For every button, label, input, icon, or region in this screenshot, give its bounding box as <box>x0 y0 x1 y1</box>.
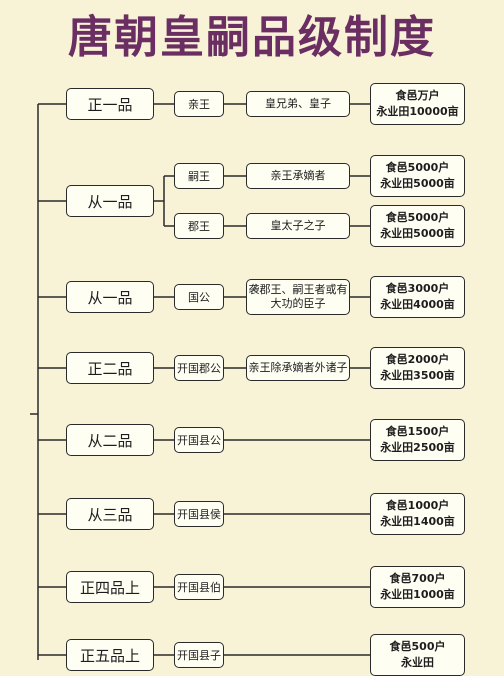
benefit-box: 食邑3000户永业田4000亩 <box>370 276 465 318</box>
fief-households-text: 食邑3000户 <box>385 282 450 295</box>
fief-households-text: 食邑2000户 <box>385 353 450 366</box>
benefit-box: 食邑5000户永业田5000亩 <box>370 205 465 247</box>
title-box: 开国县子 <box>174 642 224 668</box>
yongye-land-text: 永业田 <box>401 656 434 669</box>
benefit-box: 食邑1000户永业田1400亩 <box>370 493 465 535</box>
yongye-land-text: 永业田5000亩 <box>380 227 455 240</box>
benefit-box: 食邑1500户永业田2500亩 <box>370 419 465 461</box>
yongye-land-text: 永业田4000亩 <box>380 298 455 311</box>
fief-households-text: 食邑万户 <box>395 89 440 102</box>
rank-box: 从一品 <box>66 281 154 313</box>
benefit-box: 食邑500户永业田 <box>370 634 465 676</box>
fief-households-text: 食邑1500户 <box>385 425 450 438</box>
rank-box: 从三品 <box>66 498 154 530</box>
rank-box: 正四品上 <box>66 571 154 603</box>
condition-box: 亲王除承嫡者外诸子 <box>246 355 350 381</box>
benefit-box: 食邑2000户永业田3500亩 <box>370 347 465 389</box>
rank-box: 正一品 <box>66 88 154 120</box>
title-box: 嗣王 <box>174 163 224 189</box>
fief-households-text: 食邑1000户 <box>385 499 450 512</box>
yongye-land-text: 永业田1400亩 <box>380 515 455 528</box>
yongye-land-text: 永业田1000亩 <box>380 588 455 601</box>
condition-box: 袭郡王、嗣王者或有大功的臣子 <box>246 279 350 315</box>
rank-box: 正二品 <box>66 352 154 384</box>
title-box: 开国县公 <box>174 427 224 453</box>
condition-box: 皇太子之子 <box>246 213 350 239</box>
fief-households-text: 食邑500户 <box>389 640 446 653</box>
page-title: 唐朝皇嗣品级制度 <box>68 12 436 63</box>
benefit-box: 食邑万户永业田10000亩 <box>370 83 465 125</box>
benefit-box: 食邑700户永业田1000亩 <box>370 566 465 608</box>
benefit-box: 食邑5000户永业田5000亩 <box>370 155 465 197</box>
title-box: 开国县侯 <box>174 501 224 527</box>
rank-box: 正五品上 <box>66 639 154 671</box>
yongye-land-text: 永业田3500亩 <box>380 369 455 382</box>
condition-box: 皇兄弟、皇子 <box>246 91 350 117</box>
fief-households-text: 食邑5000户 <box>385 161 450 174</box>
fief-households-text: 食邑5000户 <box>385 211 450 224</box>
connector-lines <box>30 103 370 660</box>
title-box: 开国县伯 <box>174 574 224 600</box>
yongye-land-text: 永业田5000亩 <box>380 177 455 190</box>
title-box: 亲王 <box>174 91 224 117</box>
title-box: 开国郡公 <box>174 355 224 381</box>
rank-box: 从一品 <box>66 185 154 217</box>
condition-box: 亲王承嫡者 <box>246 163 350 189</box>
rank-box: 从二品 <box>66 424 154 456</box>
fief-households-text: 食邑700户 <box>389 572 446 585</box>
yongye-land-text: 永业田10000亩 <box>376 105 459 118</box>
yongye-land-text: 永业田2500亩 <box>380 441 455 454</box>
title-box: 郡王 <box>174 213 224 239</box>
title-box: 国公 <box>174 284 224 310</box>
